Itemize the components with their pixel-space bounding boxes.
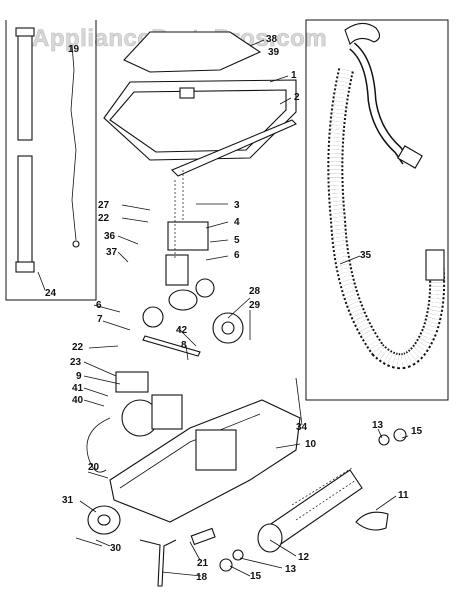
callout-20: 20 bbox=[88, 462, 100, 473]
callout-41: 41 bbox=[72, 383, 84, 394]
vacuum-base bbox=[109, 399, 301, 523]
fan-wheel bbox=[212, 312, 244, 344]
callout-19: 19 bbox=[68, 44, 80, 55]
callout-6-left: 6 bbox=[96, 300, 102, 311]
callout-4: 4 bbox=[234, 217, 240, 228]
callout-2: 2 bbox=[294, 92, 300, 103]
callout-11: 11 bbox=[398, 490, 409, 501]
callout-1: 1 bbox=[291, 70, 297, 81]
hose-inset-frame bbox=[305, 19, 449, 401]
callout-24: 24 bbox=[45, 288, 57, 299]
callout-39: 39 bbox=[268, 47, 280, 58]
callout-5: 5 bbox=[234, 235, 240, 246]
callout-6-right: 6 bbox=[234, 250, 240, 261]
callout-31: 31 bbox=[62, 495, 74, 506]
callout-23: 23 bbox=[70, 357, 82, 368]
lead-lines bbox=[37, 39, 409, 577]
callout-29: 29 bbox=[249, 300, 261, 311]
callout-7: 7 bbox=[97, 314, 103, 325]
handle-inset-frame bbox=[5, 20, 97, 301]
callout-30: 30 bbox=[110, 543, 122, 554]
callout-37: 37 bbox=[106, 247, 118, 258]
callout-12: 12 bbox=[298, 552, 310, 563]
handle-tube-upper bbox=[15, 27, 35, 141]
callout-22-lower: 22 bbox=[72, 342, 84, 353]
belt-strip bbox=[142, 335, 201, 357]
cord-end-icon bbox=[72, 240, 80, 248]
callout-38: 38 bbox=[266, 34, 278, 45]
callout-13-left: 13 bbox=[285, 564, 297, 575]
bumper-strip bbox=[171, 119, 297, 177]
hose-assembly bbox=[327, 22, 446, 370]
wheel-axle bbox=[75, 537, 103, 547]
callout-42: 42 bbox=[176, 325, 188, 336]
callout-labels: 38 39 1 2 19 3 4 5 6 27 22 36 37 35 24 2… bbox=[45, 34, 423, 583]
brush-roll bbox=[257, 467, 363, 553]
height-adjust-rod bbox=[139, 539, 177, 587]
callout-36: 36 bbox=[104, 231, 116, 242]
brush-end-cap-left bbox=[232, 549, 244, 561]
callout-18: 18 bbox=[196, 572, 208, 583]
rear-wheel bbox=[87, 505, 121, 535]
callout-28: 28 bbox=[249, 286, 261, 297]
brush-end-cap-right bbox=[378, 434, 390, 446]
callout-27: 27 bbox=[98, 200, 110, 211]
callout-40: 40 bbox=[72, 395, 84, 406]
callout-21: 21 bbox=[197, 558, 209, 569]
callout-15-right: 15 bbox=[411, 426, 423, 437]
callout-22-upper: 22 bbox=[98, 213, 110, 224]
handle-tube-lower bbox=[15, 155, 35, 273]
callout-35: 35 bbox=[360, 250, 372, 261]
brush-bearing-left bbox=[219, 558, 233, 572]
callout-13-right: 13 bbox=[372, 420, 384, 431]
callout-3: 3 bbox=[234, 200, 240, 211]
callout-10: 10 bbox=[305, 439, 317, 450]
brush-bearing-right bbox=[393, 428, 407, 442]
power-cord-wire bbox=[70, 44, 77, 241]
pedal-cover bbox=[355, 511, 389, 531]
callout-15-left: 15 bbox=[250, 571, 262, 582]
callout-9: 9 bbox=[76, 371, 82, 382]
height-adjust-knob bbox=[190, 527, 216, 546]
callout-8: 8 bbox=[181, 340, 187, 351]
motor-assembly bbox=[86, 371, 183, 473]
callout-34: 34 bbox=[296, 422, 308, 433]
motor-column bbox=[142, 170, 215, 328]
